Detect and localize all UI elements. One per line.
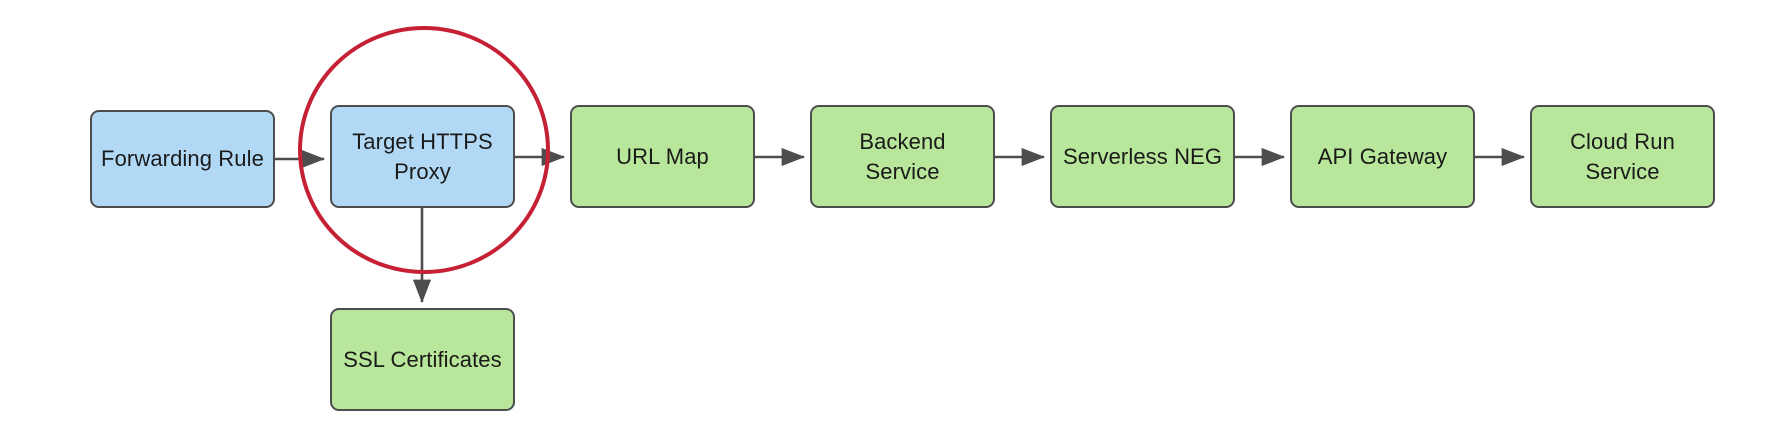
node-ssl-certificates[interactable]: SSL Certificates <box>330 308 515 411</box>
node-backend-service[interactable]: Backend Service <box>810 105 995 208</box>
node-cloud-run-service[interactable]: Cloud Run Service <box>1530 105 1715 208</box>
node-forwarding-rule[interactable]: Forwarding Rule <box>90 110 275 208</box>
node-label: Backend Service <box>859 129 946 184</box>
node-label: SSL Certificates <box>343 346 502 372</box>
node-api-gateway[interactable]: API Gateway <box>1290 105 1475 208</box>
node-label: Serverless NEG <box>1062 143 1223 169</box>
node-target-https-proxy[interactable]: Target HTTPS Proxy <box>330 105 515 208</box>
node-label: Forwarding Rule <box>101 146 264 172</box>
node-label: Cloud Run Service <box>1570 129 1675 184</box>
node-label: Target HTTPS Proxy <box>352 129 493 184</box>
node-serverless-neg[interactable]: Serverless NEG <box>1050 105 1235 208</box>
node-url-map[interactable]: URL Map <box>570 105 755 208</box>
node-label: API Gateway <box>1317 143 1448 169</box>
node-label: URL Map <box>616 143 709 169</box>
